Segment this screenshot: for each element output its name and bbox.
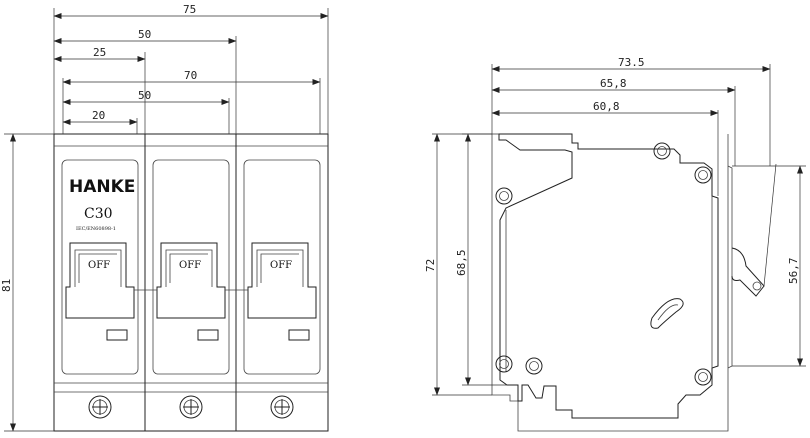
side-rear-rail [727, 165, 733, 369]
brand-label: HANKE [69, 177, 135, 197]
pole-handle-housing [65, 242, 135, 319]
pole-handle-slot [256, 249, 304, 287]
curved-slot [650, 298, 684, 329]
dim-label: 60,8 [593, 100, 620, 113]
mounting-hole-icon [694, 166, 712, 184]
pole-1: OFF HANKE C30 IEC/EN60898-1 [61, 159, 139, 419]
front-extension-lines [4, 8, 329, 432]
handle-lever [731, 247, 765, 297]
pole-handle-housing [247, 242, 317, 319]
pole-front-panel [243, 159, 321, 375]
pole-handle-inner [260, 253, 299, 283]
front-view: OFF HANKE C30 IEC/EN60898-1 OFF [0, 3, 329, 432]
mounting-hole-icon [495, 187, 513, 205]
pole-handle-slot [165, 249, 213, 287]
mounting-hole-icon [694, 368, 712, 386]
dim-depth-overall: 73.5 [491, 56, 771, 72]
terminal-screw-icon [88, 395, 112, 419]
status-window [197, 329, 219, 341]
pole-front-panel [152, 159, 230, 375]
dim-label: 70 [184, 69, 197, 82]
standard-label: IEC/EN60898-1 [76, 226, 116, 232]
rating-label: C30 [84, 206, 113, 222]
dim-height: 81 [0, 133, 16, 432]
dim-inner-pole: 20 [62, 109, 138, 125]
mounting-hole-icon [495, 355, 513, 373]
dim-label: 50 [138, 28, 151, 41]
pole-2: OFF [152, 159, 230, 419]
dim-depth-body: 60,8 [491, 100, 719, 116]
dim-two-pole-width: 50 [53, 28, 237, 44]
side-view: 73.5 65,8 60,8 72 68,5 56,7 [424, 56, 806, 432]
pole-handle-inner [78, 253, 117, 283]
dim-handle-height: 56,7 [787, 165, 803, 367]
switch-label-off: OFF [179, 260, 201, 271]
breaker-body-outline [53, 133, 329, 432]
switch-label-off: OFF [270, 260, 292, 271]
terminal-screw-icon [179, 395, 203, 419]
dim-inner-width: 70 [62, 69, 321, 85]
dim-label: 73.5 [618, 56, 645, 69]
curved-slot-inner [657, 304, 679, 321]
handle-pivot-icon [752, 281, 762, 291]
dim-label: 65,8 [600, 77, 627, 90]
pole-handle-inner [169, 253, 208, 283]
side-outer-outline [491, 134, 729, 432]
side-extension-lines [432, 64, 806, 396]
pole-3: OFF [243, 159, 321, 419]
dim-label: 56,7 [787, 258, 800, 285]
dim-label: 20 [92, 109, 105, 122]
dim-depth-mid: 65,8 [491, 77, 736, 93]
dim-label: 75 [183, 3, 196, 16]
mounting-hole-icon [653, 142, 671, 160]
dim-inner-two-pole: 50 [62, 89, 230, 105]
side-body-profile [498, 133, 719, 419]
dim-pole-width: 25 [53, 46, 146, 62]
dim-height-body: 68,5 [455, 133, 471, 386]
dim-height-overall: 72 [424, 133, 440, 396]
pole-handle-housing [156, 242, 226, 319]
mounting-hole-icon [525, 357, 543, 375]
pole-front-panel [61, 159, 139, 375]
switch-label-off: OFF [88, 260, 110, 271]
dim-label: 72 [424, 259, 437, 272]
status-window [288, 329, 310, 341]
pole-handle-slot [74, 249, 122, 287]
dim-label: 81 [0, 279, 13, 292]
terminal-screw-icon [270, 395, 294, 419]
dim-label: 50 [138, 89, 151, 102]
dim-label: 68,5 [455, 250, 468, 277]
dim-label: 25 [93, 46, 106, 59]
dim-overall-width: 75 [53, 3, 329, 19]
status-window [106, 329, 128, 341]
